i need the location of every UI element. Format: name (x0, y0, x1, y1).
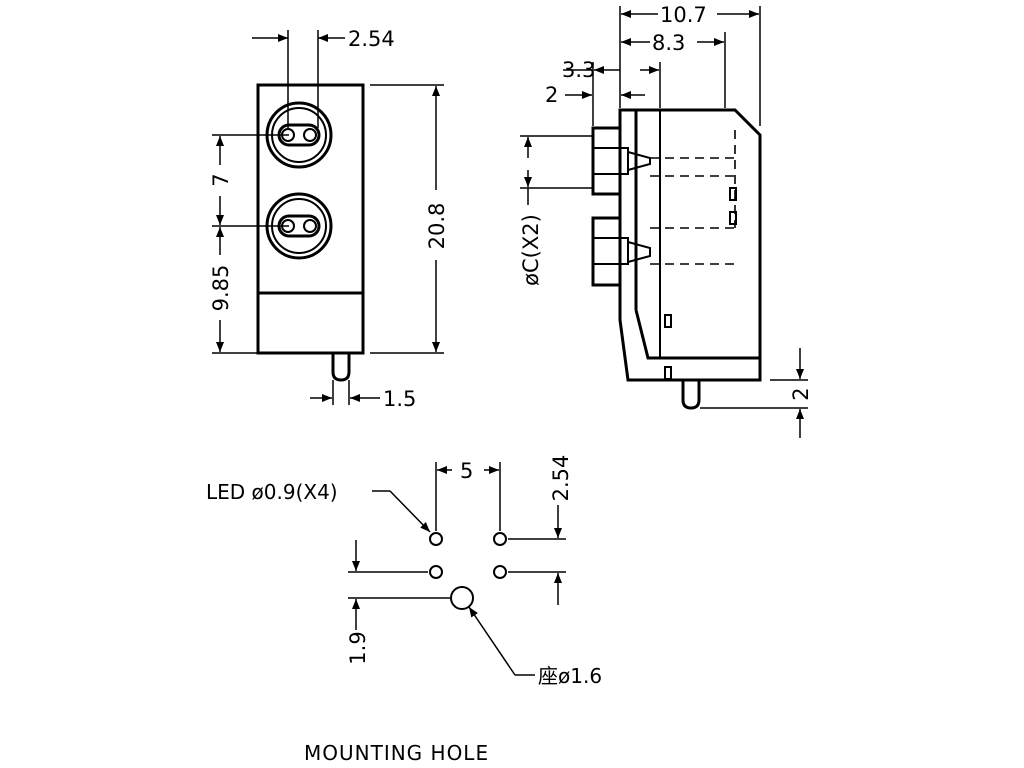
led-hole-1 (429, 532, 443, 546)
side-lens-1 (591, 126, 651, 196)
dim-side-pin (700, 348, 808, 438)
mounting-hole-title: MOUNTING HOLE (304, 741, 489, 765)
mh-horizontal-pitch-label: 5 (460, 459, 473, 483)
mounting-hole-view: 5 2.54 1.9 LED ø0.9(X4) 座ø1.6 (206, 455, 602, 765)
dim-front-height (370, 84, 444, 354)
led-hole-label: LED ø0.9(X4) (206, 480, 338, 504)
side-pin (681, 380, 701, 410)
led-hole-3 (429, 565, 443, 579)
dim-mh-post (348, 540, 450, 630)
side-body-outline (618, 108, 762, 382)
front-height-label: 20.8 (425, 203, 449, 250)
dim-side-body (621, 32, 726, 108)
led-hole-2 (493, 532, 507, 546)
front-pin-offset-label: 1.5 (383, 387, 416, 411)
front-bottom-offset-label: 9.85 (209, 265, 233, 312)
mh-vertical-pitch-label: 2.54 (549, 455, 573, 502)
post-hole-leader (468, 606, 535, 676)
post-hole-label: 座ø1.6 (538, 664, 602, 688)
front-pitch-label: 2.54 (348, 27, 395, 51)
side-pin-length-label: 2 (789, 387, 813, 400)
dim-mh-horizontal (435, 462, 501, 531)
post-hole (450, 586, 474, 610)
front-led-spacing-label: 7 (209, 173, 233, 186)
side-view: 10.7 8.3 3.3 2 (519, 3, 813, 438)
side-overall-depth-label: 10.7 (660, 3, 707, 27)
side-lens-depth-label: 2 (545, 83, 558, 107)
dim-side-lens-offset (563, 62, 661, 126)
dim-front-pitch (252, 30, 345, 128)
dim-mh-vertical (508, 505, 566, 605)
dim-front-pin (310, 380, 380, 405)
dim-side-lens-diameter (520, 135, 592, 205)
side-lens-diameter-label: øC(X2) (519, 214, 543, 286)
front-body-outline (256, 83, 365, 355)
led-hole-leader (372, 490, 431, 533)
side-lens-offset-label: 3.3 (562, 58, 595, 82)
led-hole-4 (493, 565, 507, 579)
dim-front-left (212, 134, 289, 354)
side-hidden-lines (650, 130, 736, 265)
front-pin (331, 353, 351, 382)
dim-side-overall (619, 6, 761, 126)
side-lens-2 (591, 216, 651, 287)
side-body-depth-label: 8.3 (652, 31, 685, 55)
front-view: 2.54 20.8 7 9.85 1.5 (209, 27, 449, 411)
mh-post-offset-label: 1.9 (346, 631, 370, 664)
